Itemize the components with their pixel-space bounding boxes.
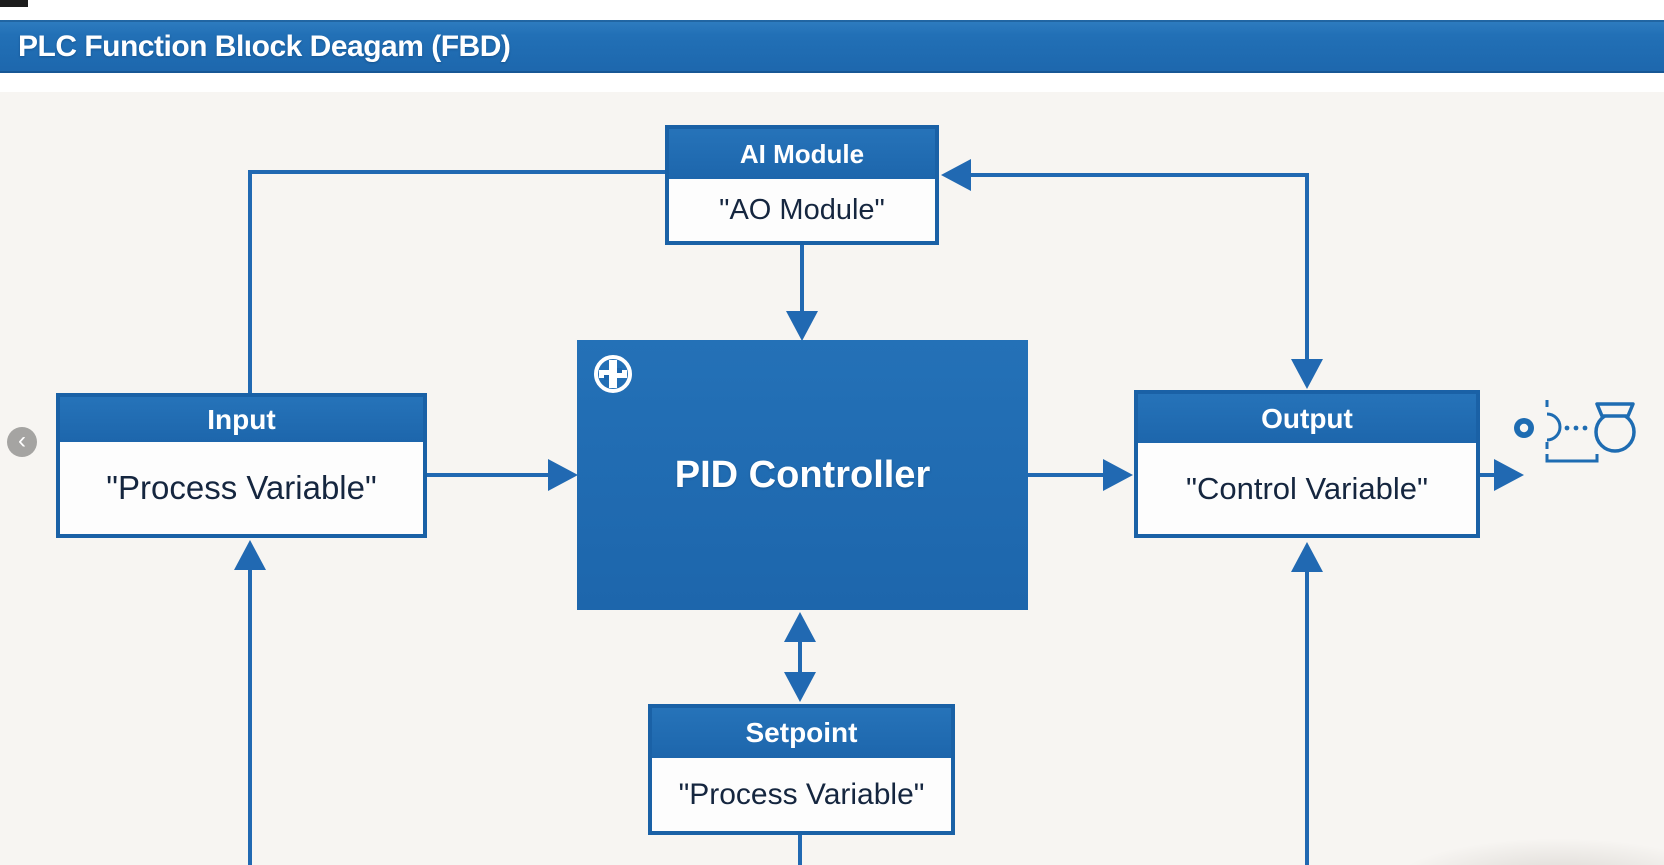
setpoint-value: "Process Variable" [678, 777, 925, 811]
arrowhead-into-ai-module [941, 159, 971, 191]
connector-pid-setpoint [798, 638, 802, 674]
input-header: Input [60, 397, 423, 442]
arrowhead-into-setpoint-top [784, 672, 816, 702]
bracket-icon [1545, 454, 1599, 463]
connector-feedback-vertical [1305, 173, 1309, 361]
connector-ai-to-pid [800, 245, 804, 313]
arrowhead-into-output-left [1103, 459, 1133, 491]
bottom-corner-shadow [1390, 838, 1664, 865]
chevron-left-icon: ‹ [18, 426, 26, 454]
block-output[interactable]: Output "Control Variable" [1134, 390, 1480, 538]
ellipsis-dots-icon [1564, 425, 1588, 431]
connector-input-bottom-riser [248, 566, 252, 865]
page-title: PLC Function Blιock Deagam (FBD) [18, 29, 511, 63]
connector-top-right-horizontal [960, 173, 1309, 177]
arrowhead-into-pid-left [548, 459, 578, 491]
corner-artifact [0, 0, 28, 7]
output-header: Output [1138, 394, 1476, 443]
ai-module-value: "AO Module" [719, 193, 885, 226]
connector-output-bottom-riser [1305, 568, 1309, 865]
input-value: "Process Variable" [106, 469, 377, 506]
arrowhead-to-field [1494, 459, 1524, 491]
ring-port-icon [1514, 418, 1534, 438]
block-ai-module[interactable]: AI Module "AO Module" [665, 125, 939, 245]
connector-top-left-horizontal [248, 170, 667, 174]
checkered-circle-icon [594, 355, 632, 393]
connector-output-to-field [1480, 473, 1498, 477]
pump-symbol-icon [1594, 402, 1636, 453]
arrowhead-into-pid-top [786, 311, 818, 341]
sensor-arc-icon [1545, 400, 1562, 452]
connector-input-up-vertical [248, 170, 252, 397]
output-value: "Control Variable" [1186, 470, 1428, 506]
setpoint-header: Setpoint [652, 708, 951, 758]
connector-pid-to-output [1028, 473, 1105, 477]
chevron-left-button[interactable]: ‹ [7, 427, 37, 457]
block-setpoint[interactable]: Setpoint "Process Variable" [648, 704, 955, 835]
connector-setpoint-bottom [798, 835, 802, 865]
ai-module-header: AI Module [669, 129, 935, 179]
field-device-symbols [1514, 400, 1636, 463]
arrowhead-into-output-bottom [1291, 542, 1323, 572]
pid-controller-label: PID Controller [674, 453, 931, 496]
title-bar: PLC Function Blιock Deagam (FBD) [0, 20, 1664, 73]
block-input[interactable]: Input "Process Variable" [56, 393, 427, 538]
arrowhead-into-pid-bottom [784, 612, 816, 642]
arrowhead-into-output-top [1291, 359, 1323, 389]
arrowhead-into-input-bottom [234, 540, 266, 570]
block-pid-controller[interactable]: PID Controller [577, 340, 1028, 610]
connector-input-to-pid [427, 473, 550, 477]
